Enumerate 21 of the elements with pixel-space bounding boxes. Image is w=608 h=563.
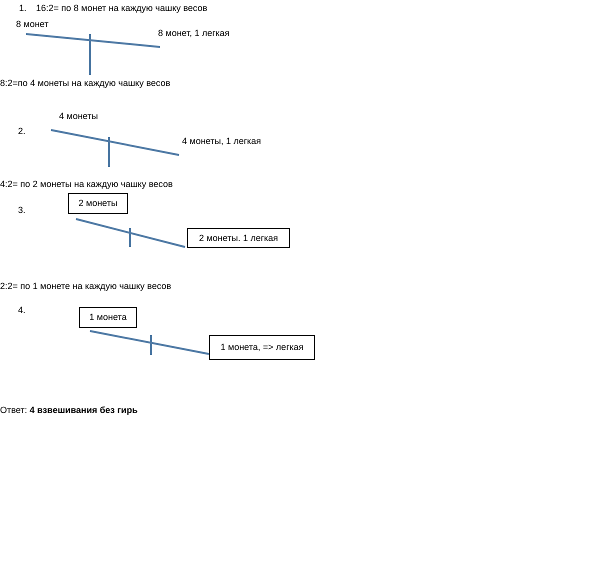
step-text: 2:2= по 1 монете на каждую чашку весов bbox=[0, 281, 172, 292]
pan-label: 4 монеты, 1 легкая bbox=[182, 136, 262, 147]
pan-label: 8 монет bbox=[16, 19, 48, 30]
step-number: 4. bbox=[18, 305, 26, 316]
pan-label-box bbox=[79, 307, 137, 328]
pan-label-box bbox=[209, 335, 315, 360]
pan-label: 1 монета, => легкая bbox=[220, 342, 304, 353]
pan-label: 2 монеты. 1 легкая bbox=[198, 232, 278, 244]
step-text: 16:2= по 8 монет на каждую чашку весов bbox=[36, 3, 208, 14]
pan-label-box bbox=[187, 228, 290, 248]
step-text: 8:2=по 4 монеты на каждую чашку весов bbox=[0, 78, 170, 89]
pan-label: 8 монет, 1 легкая bbox=[158, 28, 230, 39]
pan-label: 4 монеты bbox=[59, 111, 98, 122]
step-number: 3. bbox=[18, 205, 26, 216]
answer-text: Ответ: 4 взвешивания без гирь bbox=[0, 405, 138, 416]
step-number: 2. bbox=[18, 126, 26, 137]
pan-label: 1 монета bbox=[89, 312, 127, 323]
pan-label: 2 монеты bbox=[78, 198, 118, 209]
pan-label-box bbox=[68, 193, 128, 214]
step-number: 1. bbox=[19, 3, 27, 14]
step-text: 4:2= по 2 монеты на каждую чашку весов bbox=[0, 179, 173, 190]
